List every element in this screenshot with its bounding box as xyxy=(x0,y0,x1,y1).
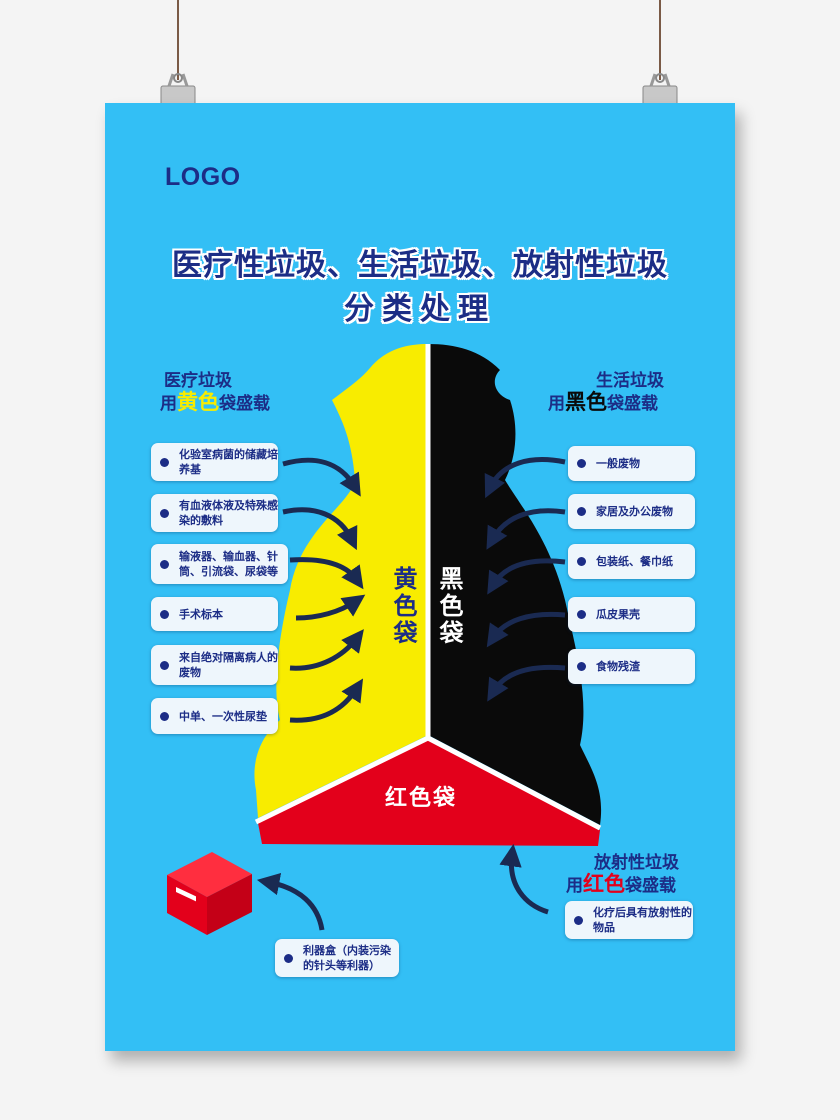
bullet-icon xyxy=(160,660,169,670)
yellow-item: 输液器、输血器、针筒、引流袋、尿袋等 xyxy=(151,544,288,584)
yellow-item: 手术标本 xyxy=(151,597,278,631)
poster-title: 医疗性垃圾、生活垃圾、放射性垃圾 xyxy=(172,248,668,283)
black-category-heading: 生活垃圾 用黑色袋盛载 xyxy=(548,371,688,415)
black-item: 瓜皮果壳 xyxy=(568,597,695,632)
bullet-icon xyxy=(577,459,586,468)
yellow-item: 化验室病菌的储藏培养基 xyxy=(151,443,278,481)
bullet-icon xyxy=(577,507,586,516)
black-item-text: 包装纸、餐巾纸 xyxy=(596,555,673,568)
bullet-icon xyxy=(160,711,169,721)
bullet-icon xyxy=(160,508,169,518)
black-item: 家居及办公废物 xyxy=(568,494,695,529)
black-category-title: 生活垃圾 xyxy=(596,371,664,391)
yellow-item-text: 来自绝对隔离病人的废物 xyxy=(179,651,278,679)
bullet-icon xyxy=(160,559,169,569)
bullet-icon xyxy=(577,610,586,619)
yellow-item-text: 输液器、输血器、针筒、引流袋、尿袋等 xyxy=(179,550,278,578)
yellow-item: 有血液体液及特殊感染的敷料 xyxy=(151,494,278,532)
black-bag-half xyxy=(428,344,602,825)
yellow-item-text: 中单、一次性尿垫 xyxy=(179,709,267,723)
yellow-item-arrows xyxy=(282,457,366,723)
poster-subtitle: 分类处理 xyxy=(344,292,496,327)
yellow-item-text: 化验室病菌的储藏培养基 xyxy=(179,448,278,476)
black-item-text: 食物残渣 xyxy=(596,660,640,673)
red-category-title: 放射性垃圾 xyxy=(594,853,679,873)
red-bag-part xyxy=(258,740,600,846)
black-item-text: 瓜皮果壳 xyxy=(596,608,640,621)
binder-clip-right xyxy=(642,73,678,109)
yellow-item-text: 有血液体液及特殊感染的敷料 xyxy=(179,499,278,527)
yellow-category-title: 医疗垃圾 xyxy=(164,371,232,391)
red-item: 化疗后具有放射性的物品 xyxy=(565,901,693,939)
bullet-icon xyxy=(574,915,583,925)
binder-clip-left xyxy=(160,73,196,109)
bullet-icon xyxy=(577,557,586,566)
yellow-category-heading: 医疗垃圾 用黄色袋盛载 xyxy=(160,371,290,415)
black-item: 食物残渣 xyxy=(568,649,695,684)
logo: LOGO xyxy=(165,163,241,191)
yellow-item: 来自绝对隔离病人的废物 xyxy=(151,645,278,685)
sharps-box-icon xyxy=(167,852,252,935)
yellow-item-text: 手术标本 xyxy=(179,607,223,621)
red-category-prefix: 用 xyxy=(566,876,583,896)
hanging-string-right xyxy=(659,0,661,80)
yellow-bag-half xyxy=(254,344,428,818)
black-item-text: 家居及办公废物 xyxy=(596,505,673,518)
sharps-box-label: 利器盒（内装污染的针头等利器） xyxy=(303,944,391,972)
yellow-category-highlight: 黄色 xyxy=(177,390,219,414)
yellow-bag-label: 黄色袋 xyxy=(393,565,418,647)
black-item: 一般废物 xyxy=(568,446,695,481)
red-item-arrow xyxy=(499,843,549,915)
black-category-suffix: 袋盛载 xyxy=(607,394,658,414)
black-item: 包装纸、餐巾纸 xyxy=(568,544,695,579)
yellow-category-prefix: 用 xyxy=(160,394,177,414)
bullet-icon xyxy=(160,609,169,619)
bullet-icon xyxy=(160,457,169,467)
red-bag-label: 红色袋 xyxy=(385,786,458,811)
bullet-icon xyxy=(284,953,293,963)
black-bag-label: 黑色袋 xyxy=(439,565,464,647)
black-item-text: 一般废物 xyxy=(596,457,640,470)
sharps-box-arrow xyxy=(256,873,325,931)
red-category-highlight: 红色 xyxy=(583,872,625,896)
black-category-prefix: 用 xyxy=(548,394,565,414)
black-category-highlight: 黑色 xyxy=(565,390,607,414)
sharps-box-item: 利器盒（内装污染的针头等利器） xyxy=(275,939,399,977)
hanging-string-left xyxy=(177,0,179,80)
black-item-arrows xyxy=(484,457,566,702)
red-category-heading: 放射性垃圾 用红色袋盛载 xyxy=(566,853,706,897)
yellow-category-suffix: 袋盛载 xyxy=(219,394,270,414)
red-item-text: 化疗后具有放射性的物品 xyxy=(593,906,692,934)
red-category-suffix: 袋盛载 xyxy=(625,876,676,896)
yellow-item: 中单、一次性尿垫 xyxy=(151,698,278,734)
bullet-icon xyxy=(577,662,586,671)
